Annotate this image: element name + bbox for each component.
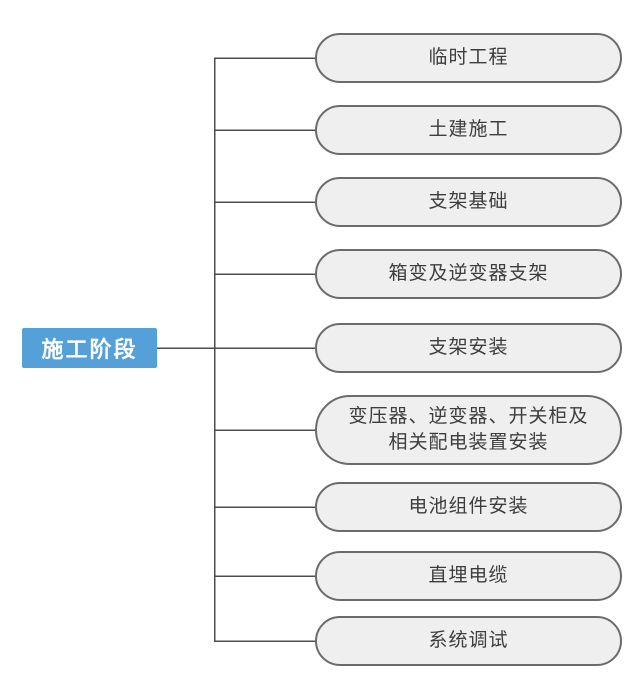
root-node-construction-phase: 施工阶段	[22, 328, 157, 368]
node-civil-construction: 土建施工	[315, 105, 622, 155]
node-direct-buried-cable: 直埋电缆	[315, 551, 622, 601]
node-box-transformer-inverter-support: 箱变及逆变器支架	[315, 249, 622, 299]
node-temporary-works: 临时工程	[315, 33, 622, 83]
connector-group	[157, 57, 317, 642]
node-support-installation: 支架安装	[315, 323, 622, 373]
node-support-foundation: 支架基础	[315, 177, 622, 227]
node-electrical-equipment-installation: 变压器、逆变器、开关柜及 相关配电装置安装	[315, 395, 622, 465]
node-battery-module-installation: 电池组件安装	[315, 482, 622, 532]
node-system-commissioning: 系统调试	[315, 616, 622, 666]
